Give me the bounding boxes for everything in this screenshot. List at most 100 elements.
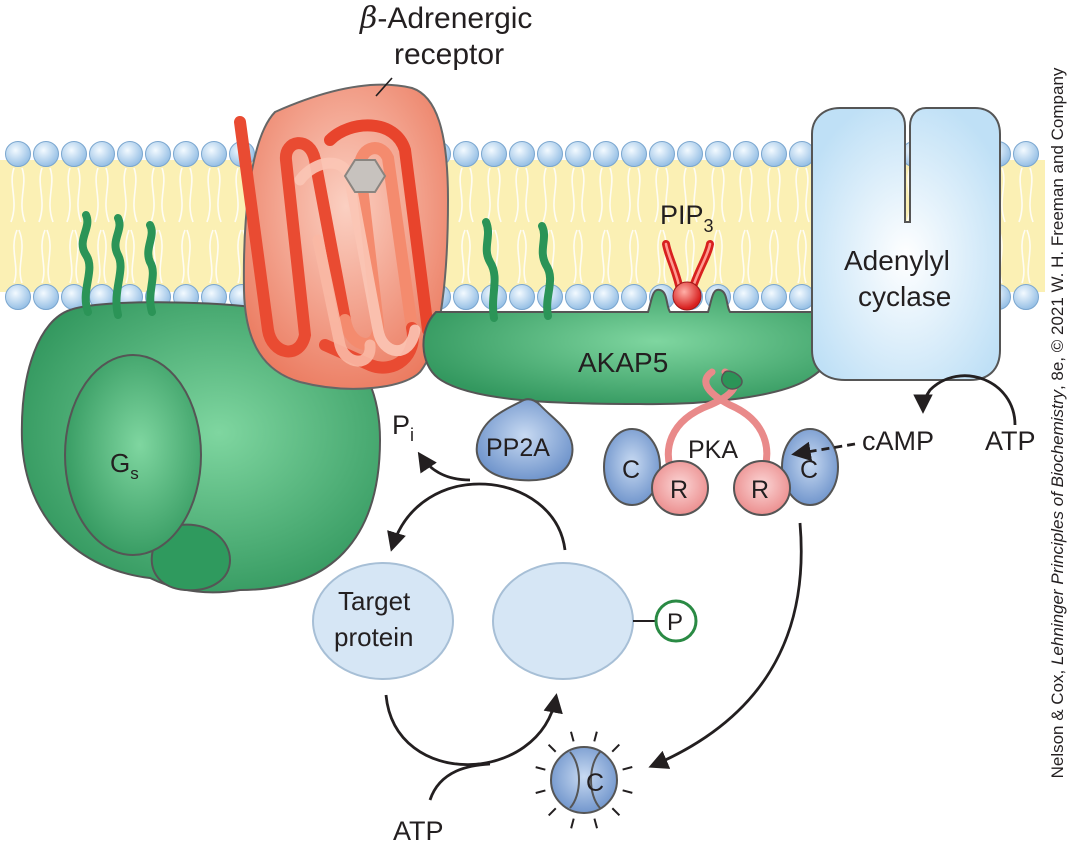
lipid-tail	[578, 229, 583, 284]
lipid-tail	[581, 167, 586, 223]
gs-alpha-subunit	[64, 354, 202, 556]
lipid-head	[733, 141, 759, 167]
lipid-tail	[189, 167, 194, 223]
lipid-tail	[94, 167, 99, 223]
lipid-tail	[718, 229, 723, 284]
lipid-head	[565, 284, 591, 310]
lipid-tail	[665, 167, 670, 223]
lipid-tail	[713, 229, 718, 284]
gs-protein: Gs	[20, 211, 382, 594]
lipid-tail	[10, 167, 15, 223]
camp-label: cAMP	[862, 426, 934, 456]
lipid-tail	[805, 167, 810, 223]
lipid-head	[621, 141, 647, 167]
lipid-tail	[1018, 167, 1023, 223]
lipid-head	[453, 141, 479, 167]
lipid-tail	[741, 229, 746, 284]
lipid-head	[145, 141, 171, 167]
activity-ray	[611, 807, 621, 817]
adenylyl-cyclase: Adenylyl cyclase	[811, 107, 1001, 381]
target-label-line1: Target	[338, 586, 411, 616]
lipid-tail	[461, 229, 466, 284]
lipid-tail	[1029, 167, 1034, 223]
lipid-head	[89, 141, 115, 167]
lipid-tail	[66, 167, 71, 223]
lipid-head	[761, 141, 787, 167]
phosphate-group	[654, 599, 698, 643]
lipid-tail	[497, 167, 502, 223]
lipid-tail	[206, 167, 211, 223]
lipid-tail	[458, 167, 463, 223]
activity-ray	[622, 766, 633, 771]
pka-release-arrow	[648, 522, 803, 769]
lipid-tail	[598, 167, 603, 223]
activity-rays	[535, 731, 633, 829]
lipid-tail	[105, 167, 110, 223]
lipid-tail	[469, 167, 474, 223]
lipid-tail	[77, 167, 82, 223]
pka-holoenzyme: C R C R PKA	[603, 368, 839, 516]
lipid-tail	[18, 229, 23, 284]
lipid-tail	[553, 167, 558, 223]
pip3-head	[672, 281, 702, 311]
pka-c-right-label: C	[800, 456, 818, 484]
pp2a-label: PP2A	[486, 434, 550, 462]
beta-adrenergic-receptor: β-Adrenergic receptor	[234, 1, 532, 390]
cyclase-label-line1: Adenylyl	[844, 245, 950, 276]
receptor-label-line1: β-Adrenergic	[359, 1, 532, 36]
lipid-tail	[150, 167, 155, 223]
cyclase-body	[811, 107, 1001, 381]
akap5-anchor-1	[482, 218, 499, 322]
lipid-head	[5, 141, 31, 167]
receptor-label-line2: receptor	[394, 38, 504, 71]
lipid-head	[201, 141, 227, 167]
lipid-tail	[802, 229, 807, 284]
lipid-tail	[769, 229, 774, 284]
activity-ray	[570, 818, 575, 829]
lipid-head	[761, 284, 787, 310]
lipid-tail	[1026, 229, 1031, 284]
lipid-tail	[1021, 229, 1026, 284]
phosphorylation-cycle: Target protein P Pi ATP	[312, 410, 698, 845]
pi-label: Pi	[392, 410, 414, 445]
phosphate-label: P	[667, 609, 683, 636]
activity-ray	[535, 766, 546, 771]
lipid-tail	[629, 229, 634, 284]
lipid-tail	[466, 229, 471, 284]
lipid-tail	[601, 229, 606, 284]
atp-right-label: ATP	[985, 426, 1036, 456]
activity-ray	[547, 807, 557, 817]
pka-r-linker-right	[702, 368, 771, 484]
lipid-tail	[654, 167, 659, 223]
ligand-hexagon	[343, 159, 387, 193]
lipid-tail	[161, 167, 166, 223]
atp-to-camp-arrow	[913, 374, 1017, 426]
pp2a-body	[475, 398, 574, 482]
atp-bottom-label: ATP	[393, 816, 444, 845]
receptor-body	[242, 83, 450, 390]
lipid-tail	[634, 229, 639, 284]
camp-to-pka-arrow	[791, 441, 856, 462]
pka-r-left: R	[651, 460, 709, 516]
lipid-tail	[514, 167, 519, 223]
pka-r-right-label: R	[751, 476, 769, 504]
phosphorylation-arrow	[384, 693, 563, 766]
lipid-head	[481, 141, 507, 167]
receptor-helices	[234, 116, 434, 374]
lipid-head	[453, 284, 479, 310]
lipid-head	[593, 284, 619, 310]
lipid-tail	[682, 167, 687, 223]
lipid-tail	[626, 167, 631, 223]
lipid-head	[33, 284, 59, 310]
activity-ray	[535, 789, 546, 794]
lipid-head	[173, 141, 199, 167]
free-c-label: C	[586, 769, 604, 797]
pp2a: PP2A	[475, 398, 574, 482]
lipid-tail	[637, 167, 642, 223]
lipid-tail	[158, 229, 163, 284]
lipid-tail	[209, 229, 214, 284]
lipid-tail	[186, 229, 191, 284]
lipid-tail	[721, 167, 726, 223]
lipid-tail	[606, 229, 611, 284]
lipid-tail	[122, 167, 127, 223]
